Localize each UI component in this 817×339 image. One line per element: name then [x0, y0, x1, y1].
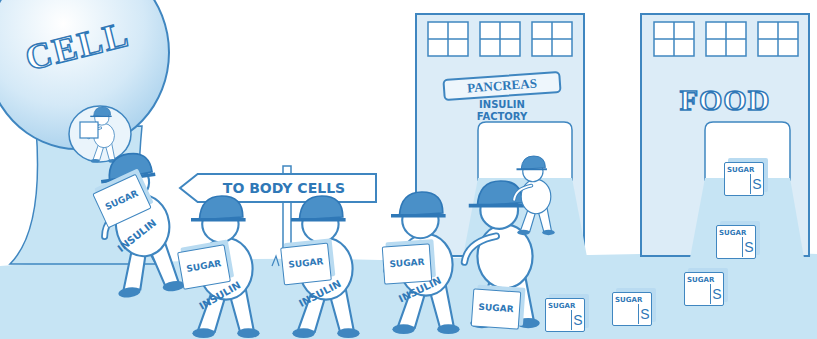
- sugar-box: SUGARS: [545, 298, 585, 332]
- sugar-box: SUGARS: [684, 272, 724, 306]
- box-label: SUGAR: [384, 256, 431, 269]
- box-label: SUGAR: [180, 257, 227, 275]
- sugar-box: SUGAR: [471, 288, 522, 329]
- direction-sign: TO BODY CELLS: [180, 174, 376, 202]
- sugar-box: SUGARS: [724, 162, 764, 196]
- box-letter: S: [638, 304, 651, 324]
- box-letter: S: [742, 237, 755, 257]
- box-label: SUGAR: [473, 301, 520, 314]
- ground: [0, 252, 817, 339]
- sign-text: TO BODY CELLS: [196, 174, 372, 202]
- box-label: SUGAR: [727, 166, 754, 174]
- sugar-box: SUGAR: [177, 244, 231, 290]
- sugar-box: SUGAR: [92, 174, 152, 229]
- box-label: SUGAR: [615, 296, 642, 304]
- factory-building: PANCREASINSULIN FACTORY: [415, 13, 585, 257]
- factory-subtitle: INSULIN FACTORY: [465, 99, 539, 123]
- box-label: SUGAR: [282, 256, 329, 271]
- food-building: FOOD: [640, 13, 810, 257]
- food-title: FOOD: [642, 83, 808, 117]
- sign-arrow: [180, 174, 376, 202]
- shirt-label: INSULIN: [115, 217, 158, 254]
- sugar-box: SUGARS: [612, 292, 652, 326]
- box-label: SUGAR: [99, 186, 145, 215]
- box-letter: S: [710, 284, 723, 304]
- box-label: SUGAR: [687, 276, 714, 284]
- sugar-box: SUGAR: [382, 243, 433, 284]
- box-letter: S: [571, 310, 584, 330]
- box-letter: S: [750, 174, 763, 194]
- sugar-box: SUGAR: [280, 243, 332, 286]
- factory-banner: PANCREAS: [442, 71, 561, 101]
- box-label: SUGAR: [548, 302, 575, 310]
- sugar-box: SUGARS: [716, 225, 756, 259]
- cell-title: CELL: [0, 4, 170, 89]
- box-label: SUGAR: [719, 229, 746, 237]
- cell-circle: CELL: [0, 0, 170, 150]
